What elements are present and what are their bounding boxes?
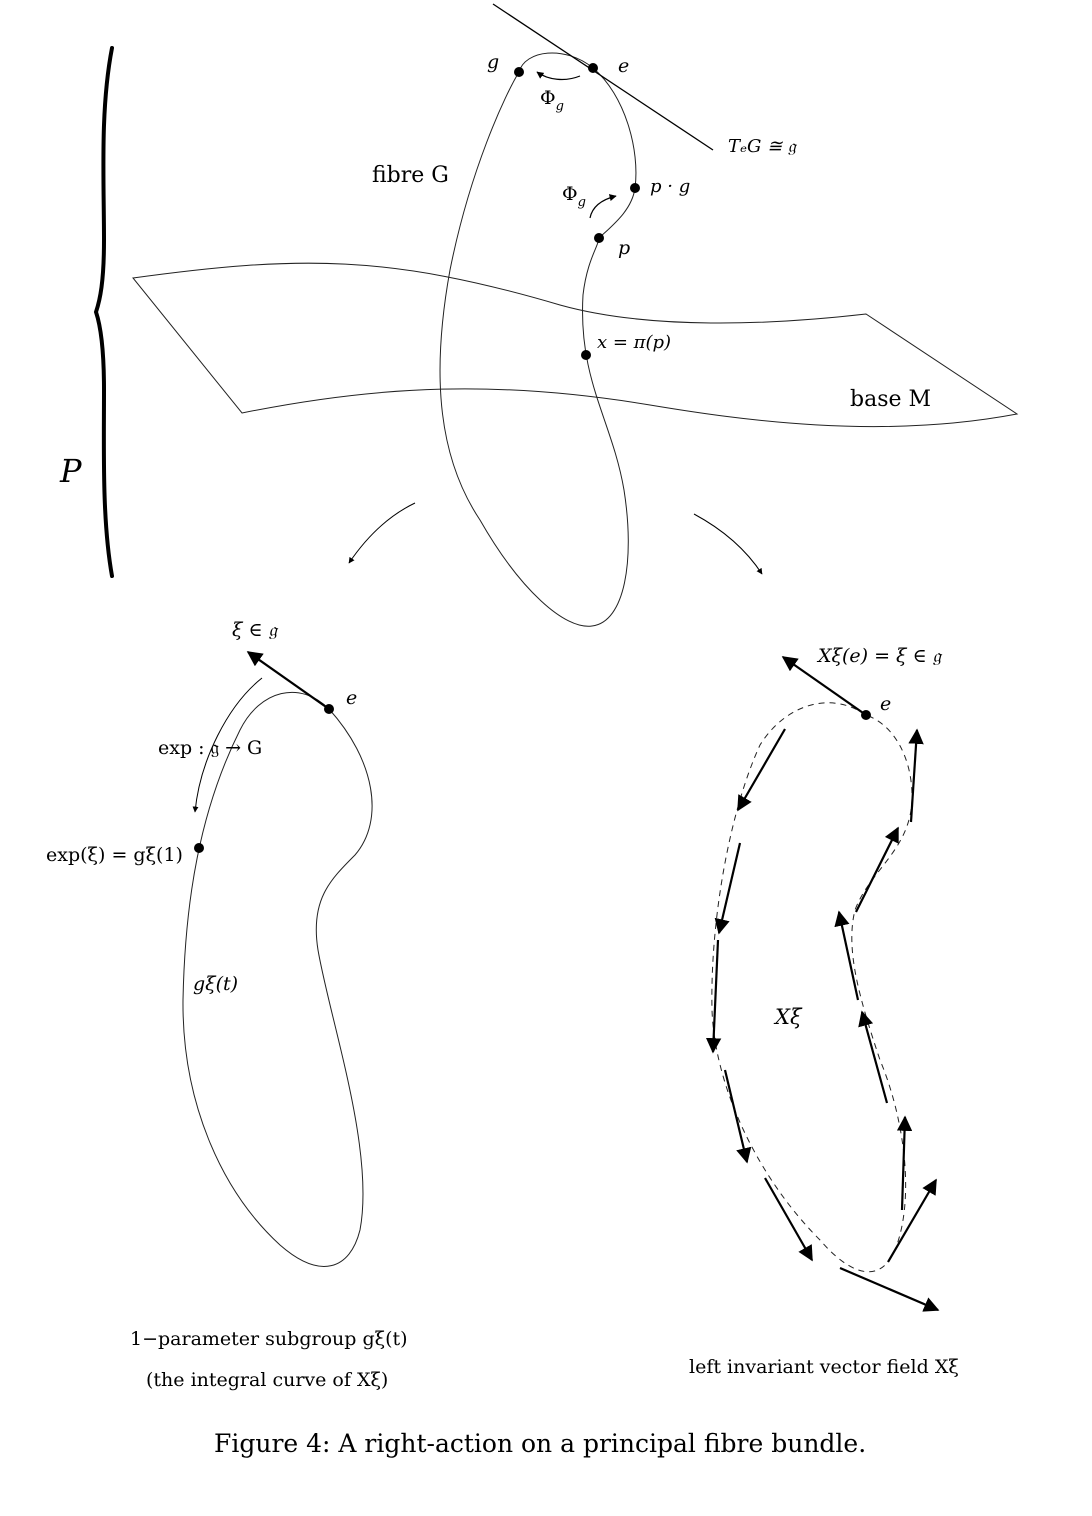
right-caption: left invariant vector field Xξ bbox=[689, 1356, 959, 1378]
point-pg bbox=[630, 183, 640, 193]
exp-map-arrow bbox=[192, 677, 263, 813]
right-e-label: e bbox=[880, 693, 891, 715]
xi-label: ξ ∈ 𝔤 bbox=[232, 619, 279, 641]
field-vector-4 bbox=[723, 1069, 752, 1164]
left-e-label: e bbox=[346, 687, 357, 709]
exp-map-label: exp : 𝔤 → G bbox=[158, 737, 262, 759]
subgroup-curve bbox=[182, 691, 373, 1267]
phi-arrow-mid bbox=[589, 194, 617, 219]
split-arrow-left bbox=[348, 502, 416, 564]
point-x bbox=[581, 350, 591, 360]
field-vector-2 bbox=[714, 842, 742, 935]
label-e: e bbox=[618, 55, 629, 77]
label-x: x = π(p) bbox=[597, 332, 671, 353]
field-vector-3 bbox=[705, 939, 722, 1054]
point-g bbox=[514, 67, 524, 77]
left-caption-line2: (the integral curve of Xξ) bbox=[146, 1369, 388, 1391]
fibre-label: fibre G bbox=[372, 163, 449, 188]
field-vector-e bbox=[781, 656, 867, 716]
field-vector-11 bbox=[855, 826, 899, 913]
field-label: Xξ bbox=[773, 1005, 803, 1029]
bundle-brace bbox=[93, 46, 114, 578]
phi-top-label: Φg bbox=[540, 87, 564, 114]
left-point-e bbox=[324, 704, 334, 714]
left-caption-line1: 1−parameter subgroup gξ(t) bbox=[130, 1328, 408, 1350]
figure-caption: Figure 4: A right-action on a principal … bbox=[214, 1429, 866, 1458]
xe-label: Xξ(e) = ξ ∈ 𝔤 bbox=[816, 645, 943, 667]
field-vector-12 bbox=[908, 728, 924, 823]
fibre-curve bbox=[439, 52, 637, 627]
base-label: base M bbox=[850, 387, 931, 412]
field-vector-7 bbox=[887, 1178, 937, 1263]
field-vector-5 bbox=[764, 1177, 813, 1262]
field-vector-1 bbox=[737, 728, 786, 812]
phi-mid-label: Φg bbox=[562, 183, 586, 210]
base-manifold bbox=[132, 262, 1019, 428]
field-vector-8 bbox=[896, 1115, 913, 1211]
right-point-e bbox=[861, 710, 871, 720]
point-p bbox=[594, 233, 604, 243]
phi-arrow-top bbox=[536, 71, 581, 81]
field-vector-6 bbox=[839, 1266, 940, 1312]
label-pg: p · g bbox=[650, 176, 690, 197]
exp-point bbox=[194, 843, 204, 853]
bundle-label: P bbox=[59, 452, 82, 490]
point-e bbox=[588, 63, 598, 73]
field-vector-10 bbox=[834, 910, 860, 1001]
label-p: p bbox=[618, 237, 630, 259]
vector-field-curve bbox=[711, 702, 913, 1273]
tangent-label: TₑG ≅ 𝔤 bbox=[728, 136, 798, 157]
field-vector-9 bbox=[858, 1010, 889, 1104]
tangent-line bbox=[492, 3, 714, 151]
exp-point-label: exp(ξ) = gξ(1) bbox=[46, 844, 183, 866]
label-g: g bbox=[487, 51, 499, 73]
xi-vector bbox=[246, 651, 330, 710]
subgroup-curve-label: gξ(t) bbox=[193, 973, 238, 995]
split-arrow-right bbox=[693, 513, 763, 575]
